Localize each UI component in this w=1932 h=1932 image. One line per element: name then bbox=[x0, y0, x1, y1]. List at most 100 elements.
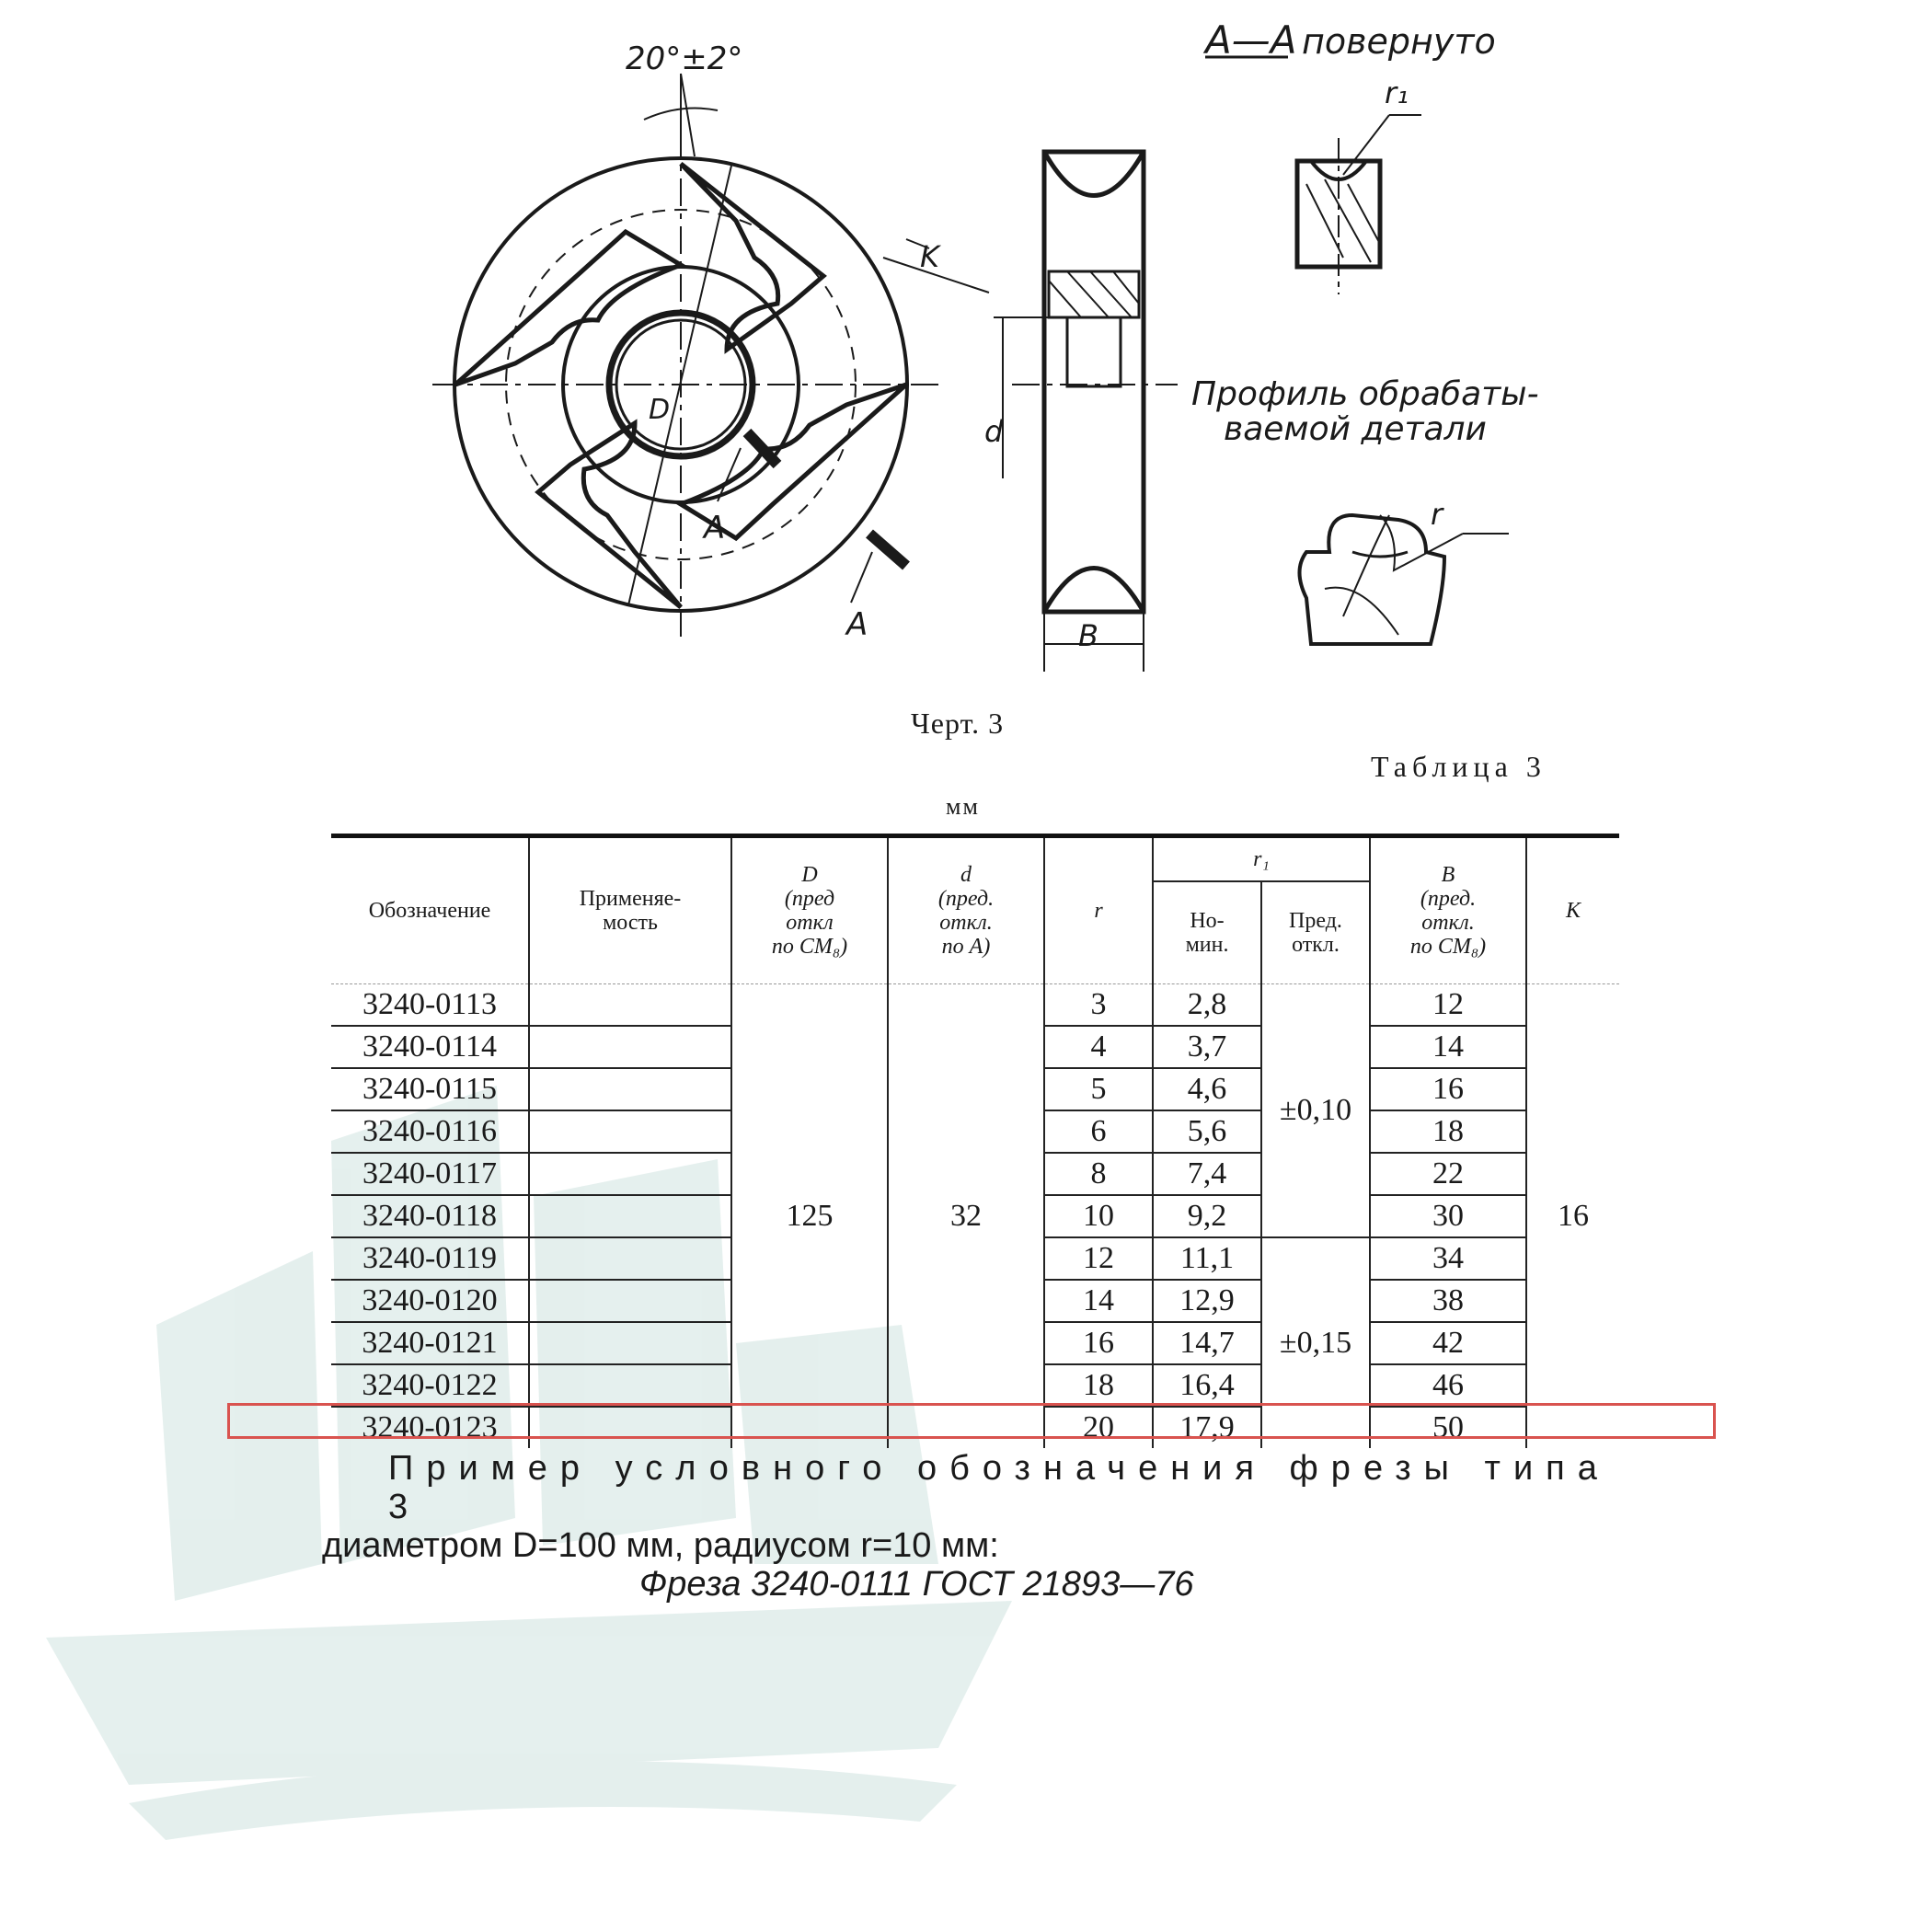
cell-r: 12 bbox=[1043, 1237, 1153, 1281]
cell-designation: 3240-0113 bbox=[331, 983, 529, 1027]
example-line-3: Фреза 3240-0111 ГОСТ 21893—76 bbox=[639, 1565, 1194, 1604]
table-row: 3240-0122 18 16,4 46 bbox=[331, 1364, 1619, 1408]
cell-r1: 4,6 bbox=[1152, 1068, 1261, 1111]
cell-designation: 3240-0114 bbox=[331, 1026, 529, 1069]
cell-applicability bbox=[528, 1280, 731, 1323]
table-row: 3240-0123 20 17,9 50 bbox=[331, 1407, 1619, 1448]
table-row: 3240-0121 16 14,7 42 bbox=[331, 1322, 1619, 1365]
angle-label: 20°±2° bbox=[626, 40, 742, 77]
cell-r1: 3,7 bbox=[1152, 1026, 1261, 1069]
table-row: 3240-0119 12 11,1 ±0,15 34 bbox=[331, 1237, 1619, 1448]
table-row: 3240-0117 8 7,4 22 bbox=[331, 1153, 1619, 1196]
cell-r: 4 bbox=[1043, 1026, 1153, 1069]
cell-designation: 3240-0122 bbox=[331, 1364, 529, 1408]
cell-r: 16 bbox=[1043, 1322, 1153, 1365]
label-K: K bbox=[920, 239, 942, 274]
cell-B: 34 bbox=[1369, 1237, 1526, 1281]
cell-designation: 3240-0115 bbox=[331, 1068, 529, 1111]
cell-B: 22 bbox=[1369, 1153, 1526, 1196]
profile-label-line2: ваемой детали bbox=[1224, 410, 1487, 448]
cell-K-merged: 16 bbox=[1525, 983, 1619, 1448]
cell-r: 18 bbox=[1043, 1364, 1153, 1408]
profile-label-line1: Профиль обрабаты- bbox=[1191, 375, 1539, 413]
cell-designation: 3240-0120 bbox=[331, 1280, 529, 1323]
cell-applicability bbox=[528, 1237, 731, 1281]
spec-table: Обозначение Применяе- мость D (пред откл… bbox=[331, 834, 1619, 1448]
unit-label: мм bbox=[946, 793, 980, 820]
label-d: d bbox=[984, 414, 1004, 449]
cell-applicability bbox=[528, 1195, 731, 1238]
row-highlight bbox=[227, 1403, 1716, 1439]
cell-r: 3 bbox=[1043, 983, 1153, 1027]
table-row: 3240-0118 10 9,2 30 bbox=[331, 1195, 1619, 1238]
cell-r1: 7,4 bbox=[1152, 1153, 1261, 1196]
label-D: D bbox=[649, 394, 670, 426]
cell-r1: 5,6 bbox=[1152, 1110, 1261, 1154]
cell-r1: 12,9 bbox=[1152, 1280, 1261, 1323]
header-r1-tolerance: Пред. откл. bbox=[1260, 881, 1370, 984]
cell-applicability bbox=[528, 1322, 731, 1365]
label-A-2: A bbox=[845, 606, 868, 643]
cell-B: 12 bbox=[1369, 983, 1526, 1027]
example-line-1: Пример условного обозначения фрезы типа … bbox=[388, 1449, 1610, 1526]
label-B: B bbox=[1078, 618, 1098, 653]
header-K: K bbox=[1525, 835, 1619, 984]
header-r1: r₁ bbox=[1152, 835, 1370, 882]
cell-applicability bbox=[528, 1026, 731, 1069]
cell-r: 5 bbox=[1043, 1068, 1153, 1111]
cell-applicability bbox=[528, 1153, 731, 1196]
cell-designation: 3240-0116 bbox=[331, 1110, 529, 1154]
figure-caption: Черт. 3 bbox=[911, 707, 1005, 740]
cell-applicability bbox=[528, 1110, 731, 1154]
table-title: Таблица 3 bbox=[1371, 750, 1547, 783]
table-row: 3240-0115 5 4,6 16 bbox=[331, 1068, 1619, 1111]
cutter-side-view bbox=[994, 149, 1178, 672]
cell-B: 50 bbox=[1369, 1407, 1526, 1448]
cell-applicability bbox=[528, 983, 731, 1027]
cell-r: 8 bbox=[1043, 1153, 1153, 1196]
cell-B: 42 bbox=[1369, 1322, 1526, 1365]
table-row: 3240-0113 125 32 3 2,8 ±0,10 12 16 bbox=[331, 983, 1619, 1448]
cell-r1: 14,7 bbox=[1152, 1322, 1261, 1365]
cell-tol-1: ±0,10 bbox=[1260, 983, 1370, 1238]
cell-B: 30 bbox=[1369, 1195, 1526, 1238]
cell-designation: 3240-0118 bbox=[331, 1195, 529, 1238]
header-D: D (пред откл по CM₈) bbox=[730, 835, 888, 984]
workpiece-profile bbox=[1297, 512, 1509, 646]
cell-r: 6 bbox=[1043, 1110, 1153, 1154]
cell-designation: 3240-0119 bbox=[331, 1237, 529, 1281]
header-applicability: Применяе- мость bbox=[528, 835, 731, 984]
cell-designation: 3240-0117 bbox=[331, 1153, 529, 1196]
cell-D-merged: 125 bbox=[730, 983, 888, 1448]
header-r1-nominal: Но- мин. bbox=[1152, 881, 1261, 984]
header-d: d (пред. откл. по A) bbox=[887, 835, 1044, 984]
cell-d-merged: 32 bbox=[887, 983, 1044, 1448]
cell-B: 38 bbox=[1369, 1280, 1526, 1323]
header-r: r bbox=[1043, 835, 1153, 984]
table-row: 3240-0114 4 3,7 14 bbox=[331, 1026, 1619, 1069]
table-row: 3240-0116 6 5,6 18 bbox=[331, 1110, 1619, 1154]
cell-r1: 2,8 bbox=[1152, 983, 1261, 1027]
cell-B: 14 bbox=[1369, 1026, 1526, 1069]
cell-applicability bbox=[528, 1068, 731, 1111]
cell-designation: 3240-0121 bbox=[331, 1322, 529, 1365]
cell-B: 16 bbox=[1369, 1068, 1526, 1111]
cell-r1: 11,1 bbox=[1152, 1237, 1261, 1281]
label-A-1: A bbox=[702, 510, 725, 546]
section-a-a bbox=[1205, 55, 1421, 294]
cell-applicability bbox=[528, 1364, 731, 1408]
cutter-front-view bbox=[432, 73, 990, 644]
cell-tol-2: ±0,15 bbox=[1260, 1237, 1370, 1448]
cell-r: 14 bbox=[1043, 1280, 1153, 1323]
cell-r1: 16,4 bbox=[1152, 1364, 1261, 1408]
label-r: r bbox=[1431, 497, 1444, 532]
label-r1: r₁ bbox=[1385, 75, 1409, 110]
header-B: B (пред. откл. по CM₈) bbox=[1369, 835, 1526, 984]
table-row: 3240-0120 14 12,9 38 bbox=[331, 1280, 1619, 1323]
technical-drawing: 20°±2° K D d B A A А—А повернуто r₁ r Пр… bbox=[432, 17, 1539, 672]
designation-example: Пример условного обозначения фрезы типа … bbox=[322, 1449, 1610, 1604]
cell-r1: 9,2 bbox=[1152, 1195, 1261, 1238]
cell-B: 18 bbox=[1369, 1110, 1526, 1154]
section-note: повернуто bbox=[1302, 21, 1496, 62]
cell-applicability bbox=[528, 1407, 731, 1448]
